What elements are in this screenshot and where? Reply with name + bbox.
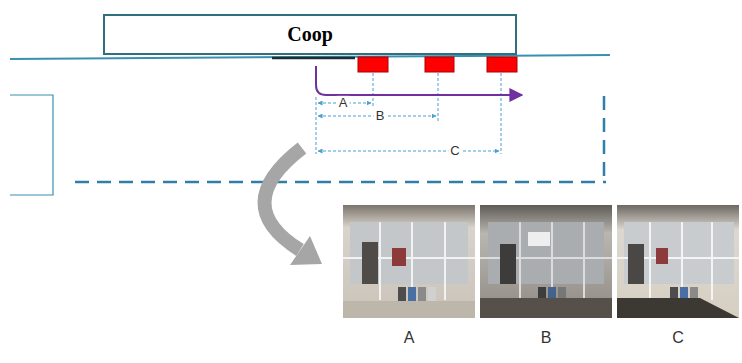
dimension-label: B <box>374 109 387 123</box>
photo-label: A <box>402 329 417 347</box>
street-outline <box>10 55 610 195</box>
photo-label: B <box>539 329 554 347</box>
dimension-label: A <box>337 96 350 110</box>
door-line <box>272 57 355 60</box>
building-box: Coop <box>103 14 517 55</box>
walk-path-arrow <box>316 66 522 95</box>
dimension-lines <box>316 73 501 154</box>
photo-a <box>343 205 475 318</box>
photo-c <box>617 205 739 318</box>
dimension-label: C <box>448 144 461 158</box>
photo-b <box>480 205 612 318</box>
photo-label: C <box>670 329 686 347</box>
view-curved-arrow <box>264 148 322 265</box>
camera-marks <box>358 57 517 72</box>
region-dashed-border <box>75 96 606 182</box>
node-label: Coop <box>287 23 333 46</box>
